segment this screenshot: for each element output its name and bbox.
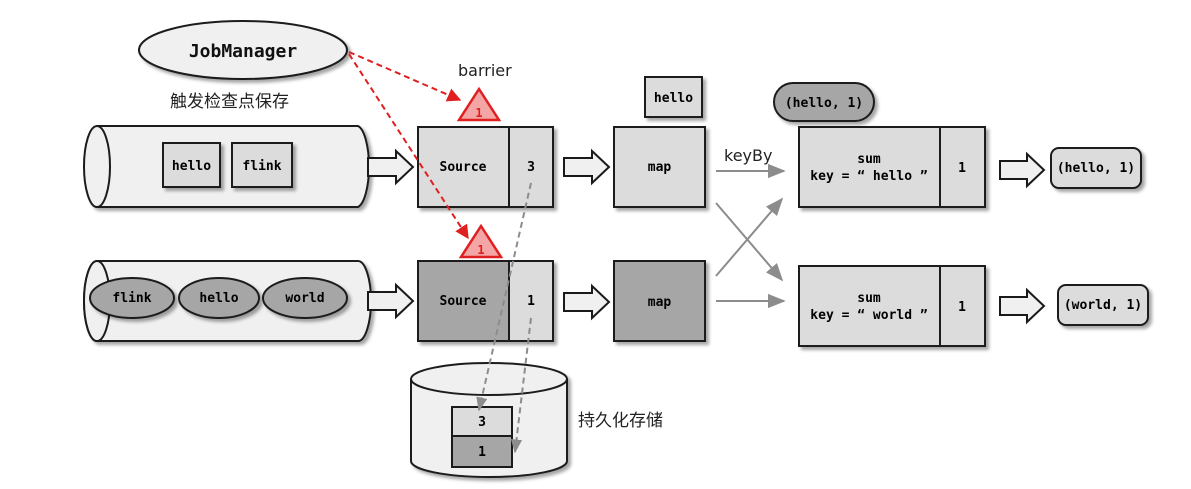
barrier-injection-upper-arrow <box>348 51 462 102</box>
upper-input-stream <box>83 125 370 208</box>
lower-record-flink-label: flink <box>112 291 151 306</box>
lower-source-box <box>417 260 510 342</box>
lower-barrier-marker <box>458 223 504 259</box>
storage-slot-upper <box>451 406 513 437</box>
upper-stream-cylinder <box>85 125 370 208</box>
upper-barrier-marker-label: 1 <box>475 106 482 120</box>
sum-hello-operator <box>798 126 986 208</box>
sum-hello-state-bubble <box>773 82 875 122</box>
sum-world-line1: sum <box>857 291 881 306</box>
upper-source-offset: 3 <box>527 160 535 175</box>
sum-hello-to-output-arrow <box>999 151 1046 189</box>
output-world <box>1057 284 1149 326</box>
storage-slot-upper-label: 3 <box>478 415 486 430</box>
map-output-hello-label: hello <box>654 91 693 106</box>
upper-record-flink <box>231 142 293 188</box>
storage-cylinder-top <box>410 362 568 396</box>
keyby-label: keyBy <box>724 146 772 165</box>
upper-source-to-map-arrow <box>563 148 611 186</box>
snapshot-arrow-lower-offset <box>510 317 532 454</box>
sum-hello-box <box>798 126 986 208</box>
output-hello <box>1050 147 1142 189</box>
upper-map-box <box>613 126 706 208</box>
storage-slot-lower <box>451 435 513 468</box>
upper-source <box>417 126 554 208</box>
upper-map-label: map <box>648 160 672 175</box>
lower-source-to-map-arrow <box>563 283 611 321</box>
job-manager-label: JobManager <box>189 41 298 62</box>
keyby-arrow-lower-cross <box>715 197 784 277</box>
job-manager: JobManager <box>138 20 348 80</box>
snapshot-arrow-upper-offset <box>476 182 532 412</box>
lower-record-world <box>262 277 348 319</box>
output-hello-label: (hello, 1) <box>1057 161 1135 176</box>
sum-hello-line2: key = “ hello ” <box>810 169 927 184</box>
sum-hello-line1: sum <box>857 152 881 167</box>
sum-world-line2: key = “ world ” <box>810 308 927 323</box>
upper-record-hello-label: hello <box>172 159 211 174</box>
lower-source <box>417 260 554 342</box>
map-output-hello <box>644 76 703 118</box>
upper-stream-to-source-arrow <box>367 148 415 186</box>
upper-barrier-marker <box>456 86 502 122</box>
storage-slot-lower-label: 1 <box>478 445 486 460</box>
lower-record-flink <box>89 277 175 319</box>
barrier-injection-lower-arrow <box>348 53 469 240</box>
lower-record-hello <box>178 277 260 319</box>
sum-world-count: 1 <box>958 300 966 315</box>
sum-world-operator <box>798 265 986 347</box>
upper-source-box <box>417 126 554 208</box>
lower-source-offset: 1 <box>527 294 535 309</box>
sum-world-box <box>798 265 986 347</box>
lower-map-box <box>613 260 706 342</box>
storage-label: 持久化存储 <box>578 411 663 431</box>
barrier-label: barrier <box>458 61 512 80</box>
job-manager-ellipse <box>138 20 348 80</box>
upper-record-hello <box>162 142 221 188</box>
lower-stream-to-source-arrow <box>367 282 415 320</box>
sum-hello-count: 1 <box>958 161 966 176</box>
upper-record-flink-label: flink <box>242 159 281 174</box>
lower-map-label: map <box>648 295 672 310</box>
trigger-caption: 触发检查点保存 <box>170 92 289 112</box>
lower-record-hello-label: hello <box>199 291 238 306</box>
upper-stream-cylinder-end <box>83 125 111 208</box>
sum-hello-state-label: (hello, 1) <box>785 96 863 111</box>
lower-source-offset-box <box>508 260 554 342</box>
lower-barrier-marker-label: 1 <box>477 243 484 257</box>
sum-world-to-output-arrow <box>999 287 1046 325</box>
lower-record-world-label: world <box>285 291 324 306</box>
keyby-arrow-upper-cross <box>715 202 784 282</box>
upper-source-label: Source <box>440 160 487 175</box>
output-world-label: (world, 1) <box>1064 298 1142 313</box>
lower-source-label: Source <box>440 294 487 309</box>
